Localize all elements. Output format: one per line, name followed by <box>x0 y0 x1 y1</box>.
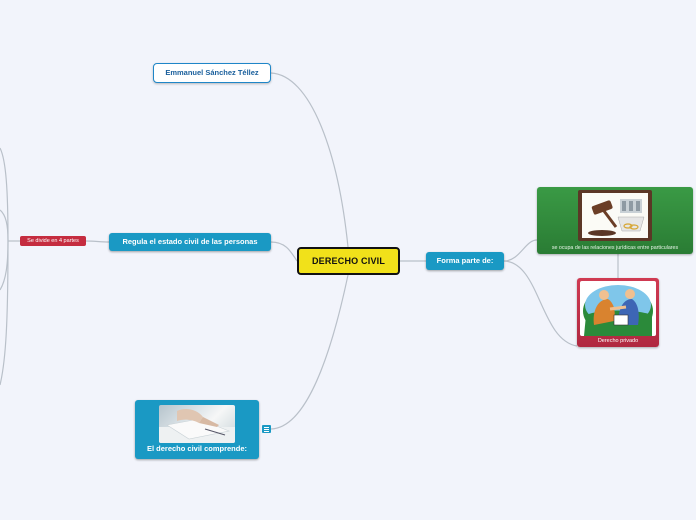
note-icon[interactable] <box>262 425 271 433</box>
divide-subtopic[interactable]: Se divide en 4 partes <box>20 236 86 246</box>
forma-parte-topic[interactable]: Forma parte de: <box>426 252 504 270</box>
connector-divide-branch-2 <box>0 209 9 242</box>
connector-regula-divide <box>85 240 110 243</box>
connector-central-comprende <box>270 274 349 430</box>
relaciones-label: se ocupa de las relaciones jurídicas ent… <box>551 245 679 251</box>
derecho-privado-topic[interactable]: Derecho privado <box>577 278 659 347</box>
central-topic[interactable]: DERECHO CIVIL <box>297 247 400 275</box>
comprende-label: El derecho civil comprende: <box>146 444 248 453</box>
gavel-image <box>578 190 652 241</box>
regula-topic[interactable]: Regula el estado civil de las personas <box>109 233 271 251</box>
relaciones-topic[interactable]: se ocupa de las relaciones jurídicas ent… <box>537 187 693 254</box>
author-topic[interactable]: Emmanuel Sánchez Téllez <box>153 63 271 83</box>
connector-divide-branch-1 <box>0 147 9 242</box>
connector-divide-branch-3 <box>0 240 9 291</box>
handshake-image <box>580 281 656 336</box>
comprende-topic[interactable]: El derecho civil comprende: <box>135 400 259 459</box>
connector-central-author <box>270 72 349 248</box>
connector-divide-branch-4 <box>0 240 9 386</box>
document-image <box>159 405 235 443</box>
connector-forma-relaciones <box>503 239 538 262</box>
connector-central-regula <box>270 241 298 262</box>
connector-forma-privado <box>503 260 578 347</box>
privado-label: Derecho privado <box>597 338 639 344</box>
